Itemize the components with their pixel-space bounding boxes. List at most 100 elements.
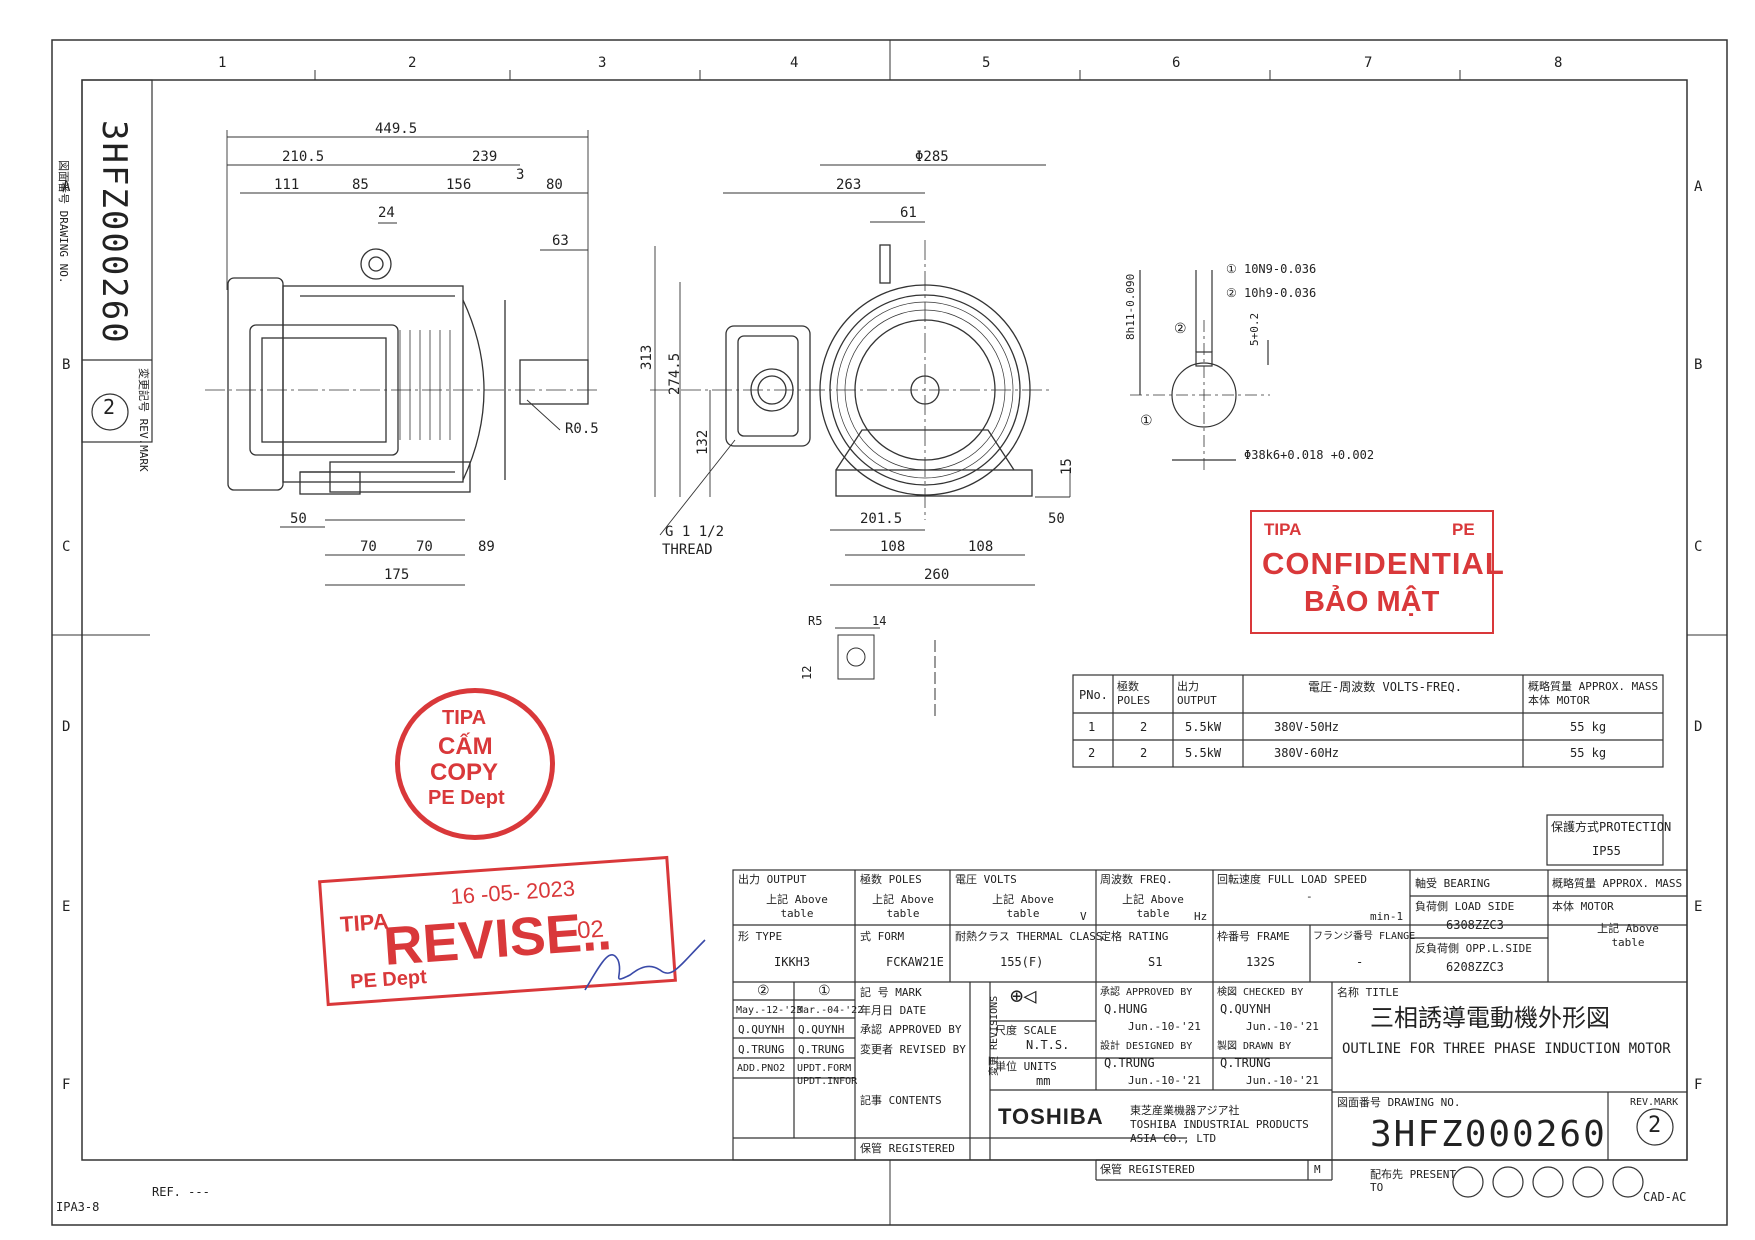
tb-value: mm [1036,1074,1051,1088]
protection-value: IP55 [1592,844,1621,858]
drawing-number: 3HFZ000260 [1370,1114,1607,1155]
tb-unit: V [1080,910,1087,923]
confidential-stamp: TIPA PE CONFIDENTIAL BẢO MẬT [1250,510,1504,634]
dim-label: 5+0.2 [1248,312,1261,346]
tb-value: Jun.-10-'21 [1246,1020,1319,1033]
parts-table-grid [1072,674,1664,768]
tb-label: 式 FORM [860,930,905,943]
tb-value: UPDT.FORM UPDT.INFOR [797,1063,858,1087]
row-mark: B [62,357,71,373]
company-en: ASIA CO., LTD [1130,1132,1217,1145]
tb-label: 承認 APPROVED BY [860,1023,962,1036]
tb-value: Q.QUYNH [738,1023,785,1036]
row-mark: A [62,179,71,195]
dim-label: 132 [695,429,711,455]
col-mark: 8 [1554,55,1563,71]
tb-value: Jun.-10-'21 [1128,1020,1201,1033]
dim-label: 108 [968,539,994,555]
dim-label: 8h11-0.090 [1124,273,1137,340]
dim-label: 89 [478,539,495,555]
row-mark: E [62,899,71,915]
stamp-text: CONFIDENTIAL [1262,546,1505,581]
dim-label: 108 [880,539,906,555]
dim-label: THREAD [662,542,713,558]
tb-value: 6308ZZC3 [1446,918,1504,932]
dim-label: ① 10N9-0.036 [1226,262,1317,276]
tb-label: 回転速度 FULL LOAD SPEED [1217,873,1367,886]
pt-cell: 2 [1088,746,1096,760]
stamp-text: PE Dept [428,787,505,809]
pt-header-poles: 極数 POLES [1117,680,1151,707]
pt-cell: 5.5kW [1185,720,1222,734]
drawing-no-side: 3HFZ000260 [94,120,134,345]
tb-label: 耐熱クラス THERMAL CLASS [955,930,1103,943]
stamp-text: TIPA [1264,520,1302,539]
foot-detail [835,627,936,720]
dim-label: 12 [800,665,814,680]
row-mark: E [1694,899,1703,915]
tb-value: 6208ZZC3 [1446,960,1504,974]
tb-value: Q.TRUNG [1220,1056,1271,1070]
tb-value: 上記 Above table [766,893,828,920]
dim-label: R5 [808,614,823,628]
tb-label: 検図 CHECKED BY [1217,987,1304,998]
dim-label: 63 [552,233,569,249]
col-mark: 6 [1172,55,1181,71]
dim-label: 85 [352,177,369,193]
dim-label: Φ285 [915,149,949,165]
tb-label: 形 TYPE [738,930,783,943]
tb-label: 電圧 VOLTS [955,873,1017,886]
dim-label: 239 [472,149,498,165]
present-to-circles [1452,1166,1644,1198]
stamp-text: TIPA [442,707,487,729]
dim-label: 50 [1048,511,1065,527]
tb-label: 保管 REGISTERED [1100,1163,1195,1176]
tb-value: Q.TRUNG [798,1043,845,1056]
tb-value: May.-12-'23 [736,1005,803,1016]
col-mark: 3 [598,55,607,71]
tb-value: 上記 Above table [1122,893,1184,920]
tb-label: REV.MARK [1630,1097,1679,1108]
tb-value: Mar.-04-'22 [797,1005,864,1016]
dim-label: 175 [384,567,410,583]
title-block-grid [732,869,1688,1181]
pt-header-pno: PNo. [1079,688,1108,702]
tb-label: 設計 DESIGNED BY [1100,1041,1193,1052]
stamp-text: PE Dept [349,966,428,994]
tb-label: 単位 UNITS [995,1060,1057,1073]
tb-label: 年月日 DATE [860,1004,927,1017]
tb-label: フランジ番号 FLANGE [1313,931,1416,942]
row-mark: C [1694,539,1703,555]
rev-mark: 2 [1648,1113,1662,1138]
stamp-text: CẤM [438,733,493,760]
tb-value: Jun.-10-'21 [1246,1074,1319,1087]
company-jp: 東芝産業機器アジア社 [1130,1104,1240,1117]
tb-label: 出力 OUTPUT [738,873,807,886]
row-mark: D [1694,719,1703,735]
shaft-section [1130,270,1270,470]
dim-label: ② 10h9-0.036 [1226,286,1317,300]
dim-label: Φ38k6+0.018 +0.002 [1244,448,1375,462]
form-code: IPA3-8 [56,1200,100,1214]
dim-label: 50 [290,511,307,527]
drawing-no-side-label: 図面番号 DRAWING NO. [57,160,70,284]
tb-label: 反負荷側 OPP.L.SIDE [1415,942,1532,955]
tb-label: 周波数 FREQ. [1100,873,1173,886]
rev-side: 2 [103,395,116,419]
dim-label: 449.5 [375,121,418,137]
tb-value: Jun.-10-'21 [1128,1074,1201,1087]
pt-cell: 1 [1088,720,1096,734]
tb-rev-col: ① [818,983,831,999]
dim-label: 70 [360,539,377,555]
ref-label: REF. --- [152,1185,210,1199]
tb-value: FCKAW21E [886,955,944,969]
dim-label: 260 [924,567,950,583]
tb-label: M [1314,1163,1321,1176]
tb-label: 変更者 REVISED BY [860,1043,966,1056]
dim-label: 111 [274,177,300,193]
dim-label: 14 [872,614,887,628]
stamp-text: BẢO MẬT [1304,586,1440,618]
pt-cell: 380V-60Hz [1274,746,1340,760]
col-mark: 1 [218,55,227,71]
tb-value: Q.QUYNH [798,1023,845,1036]
